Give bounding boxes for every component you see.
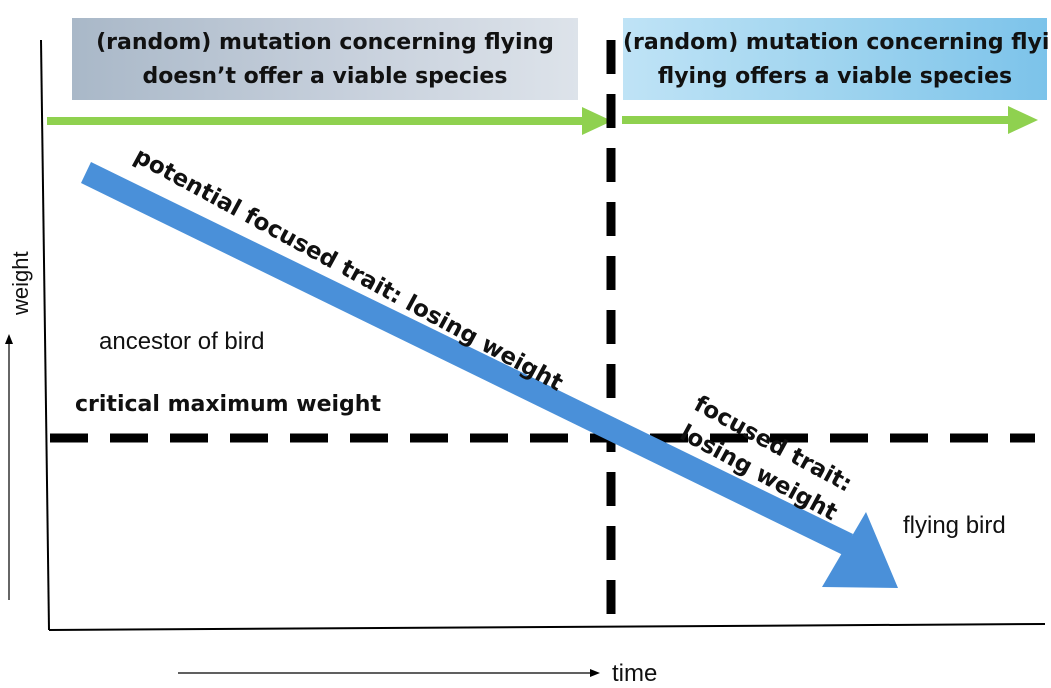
- y-axis-line: [40, 39, 50, 631]
- x-axis-label: time: [612, 660, 658, 687]
- header-box-no-viable-species: (random) mutation concerning flying does…: [72, 18, 578, 100]
- blue-trend-arrow: [81, 162, 898, 588]
- header-right-line1: (random) mutation concerning flying: [623, 30, 1051, 55]
- header-left-line1: (random) mutation concerning flying: [96, 30, 554, 55]
- header-left-line2: doesn’t offer a viable species: [142, 64, 508, 89]
- y-axis-label: weight: [8, 251, 33, 315]
- header-right-line2: flying offers a viable species: [657, 64, 1013, 89]
- weight-direction-arrowhead: [5, 334, 13, 344]
- header-box-viable-species: (random) mutation concerning flying flyi…: [623, 18, 1051, 100]
- green-arrow-left: [47, 107, 612, 135]
- critical-weight-label: critical maximum weight: [75, 392, 381, 417]
- flying-bird-label: flying bird: [903, 512, 1006, 539]
- green-arrow-right: [622, 106, 1038, 134]
- x-axis-line: [48, 623, 1046, 631]
- time-direction-arrowhead: [590, 669, 600, 677]
- ancestor-label: ancestor of bird: [99, 328, 265, 355]
